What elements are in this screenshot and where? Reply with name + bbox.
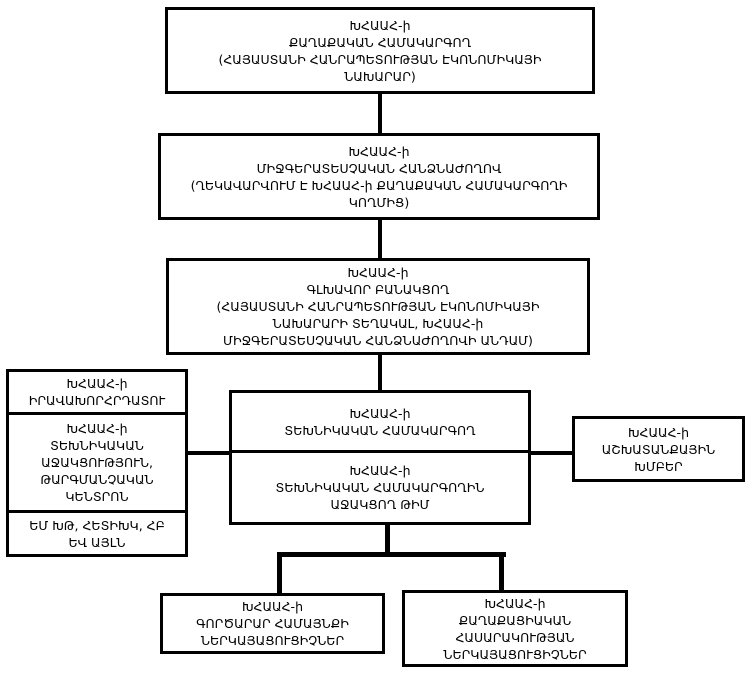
node-civil-society-label: ԽՀԱԱՀ-ի ՔԱՂԱՔԱՑԻԱԿԱՆ ՀԱՍԱՐԱԿՈՒԹՅԱՆ ՆԵՐԿԱ… [443, 595, 587, 662]
node-working-groups-label: ԽՀԱԱՀ-ի ԱՇԽԱՏԱՆՔԱՅԻՆ ԽՄԲԵՐ [601, 424, 716, 474]
node-donors: ԵՄ ԽԹ, ՀԵՏԻԽԿ, ՀԲ ԵՎ ԱՅԼՆ [6, 510, 188, 557]
node-interministerial-commission: ԽՀԱԱՀ-ի ՄԻՋԳԵՐԱՏԵՍՉԱԿԱՆ ՀԱՆՁՆԱԺՈՂՈՎ (ՂԵԿ… [158, 133, 600, 220]
connector-political-to-commission [378, 93, 382, 134]
connector-drop-civil [499, 552, 504, 592]
connector-supportteam-down [385, 524, 390, 556]
node-donors-label: ԵՄ ԽԹ, ՀԵՏԻԽԿ, ՀԲ ԵՎ ԱՅԼՆ [29, 517, 165, 550]
node-chief-negotiator: ԽՀԱԱՀ-ի ԳԼԽԱՎՈՐ ԲԱՆԱԿՑՈՂ (ՀԱՅԱՍՏԱՆԻ ՀԱՆՐ… [166, 258, 590, 355]
node-chief-negotiator-label: ԽՀԱԱՀ-ի ԳԼԽԱՎՈՐ ԲԱՆԱԿՑՈՂ (ՀԱՅԱՍՏԱՆԻ ՀԱՆՐ… [216, 265, 540, 348]
node-business-community: ԽՀԱԱՀ-ի ԳՈՐԾԱՐԱՐ ՀԱՄԱՅՆՔԻ ՆԵՐԿԱՅԱՑՈՒՑԻՉՆ… [160, 593, 385, 654]
node-support-team-label: ԽՀԱԱՀ-ի ՏԵԽՆԻԿԱԿԱՆ ՀԱՄԱԿԱՐԳՈՂԻՆ ԱՋԱԿՑՈՂ … [275, 463, 485, 512]
node-legal-advisor: ԽՀԱԱՀ-ի ԻՐԱՎԱԽՈՐՀՐԴԱՏՈՒ [6, 369, 188, 415]
node-business-community-label: ԽՀԱԱՀ-ի ԳՈՐԾԱՐԱՐ ՀԱՄԱՅՆՔԻ ՆԵՐԿԱՅԱՑՈՒՑԻՉՆ… [196, 599, 349, 648]
connector-commission-to-negotiator [378, 219, 382, 259]
node-support-team: ԽՀԱԱՀ-ի ՏԵԽՆԻԿԱԿԱՆ ՀԱՄԱԿԱՐԳՈՂԻՆ ԱՋԱԿՑՈՂ … [229, 450, 531, 525]
connector-leftstack-to-techcoord [186, 451, 230, 455]
node-technical-coordinator: ԽՀԱԱՀ-ի ՏԵԽՆԻԿԱԿԱՆ ՀԱՄԱԿԱՐԳՈՂ [229, 390, 531, 453]
node-interministerial-commission-label: ԽՀԱԱՀ-ի ՄԻՋԳԵՐԱՏԵՍՉԱԿԱՆ ՀԱՆՁՆԱԺՈՂՈՎ (ՂԵԿ… [190, 143, 568, 210]
node-political-coordinator: ԽՀԱԱՀ-ի ՔԱՂԱՔԱԿԱՆ ՀԱՄԱԿԱՐԳՈՂ (ՀԱՅԱՍՏԱՆԻ … [165, 7, 595, 94]
node-working-groups: ԽՀԱԱՀ-ի ԱՇԽԱՏԱՆՔԱՅԻՆ ԽՄԲԵՐ [572, 416, 745, 482]
node-legal-advisor-label: ԽՀԱԱՀ-ի ԻՐԱՎԱԽՈՐՀՐԴԱՏՈՒ [28, 376, 166, 408]
connector-drop-business [277, 552, 282, 595]
node-technical-assistance: ԽՀԱԱՀ-ի ՏԵԽՆԻԿԱԿԱՆ ԱՋԱԿՑՈՒԹՅՈՒՆ, ԹԱՐԳՄԱՆ… [6, 412, 188, 513]
node-civil-society: ԽՀԱԱՀ-ի ՔԱՂԱՔԱՑԻԱԿԱՆ ՀԱՍԱՐԱԿՈՒԹՅԱՆ ՆԵՐԿԱ… [402, 590, 628, 667]
connector-negotiator-to-techcoord [378, 354, 382, 391]
connector-techcoord-to-workgroups [529, 451, 573, 455]
node-political-coordinator-label: ԽՀԱԱՀ-ի ՔԱՂԱՔԱԿԱՆ ՀԱՄԱԿԱՐԳՈՂ (ՀԱՅԱՍՏԱՆԻ … [218, 17, 542, 84]
node-technical-coordinator-label: ԽՀԱԱՀ-ի ՏԵԽՆԻԿԱԿԱՆ ՀԱՄԱԿԱՐԳՈՂ [284, 405, 476, 438]
connector-bottom-split [277, 552, 506, 557]
node-technical-assistance-label: ԽՀԱԱՀ-ի ՏԵԽՆԻԿԱԿԱՆ ԱՋԱԿՑՈՒԹՅՈՒՆ, ԹԱՐԳՄԱՆ… [40, 421, 154, 504]
